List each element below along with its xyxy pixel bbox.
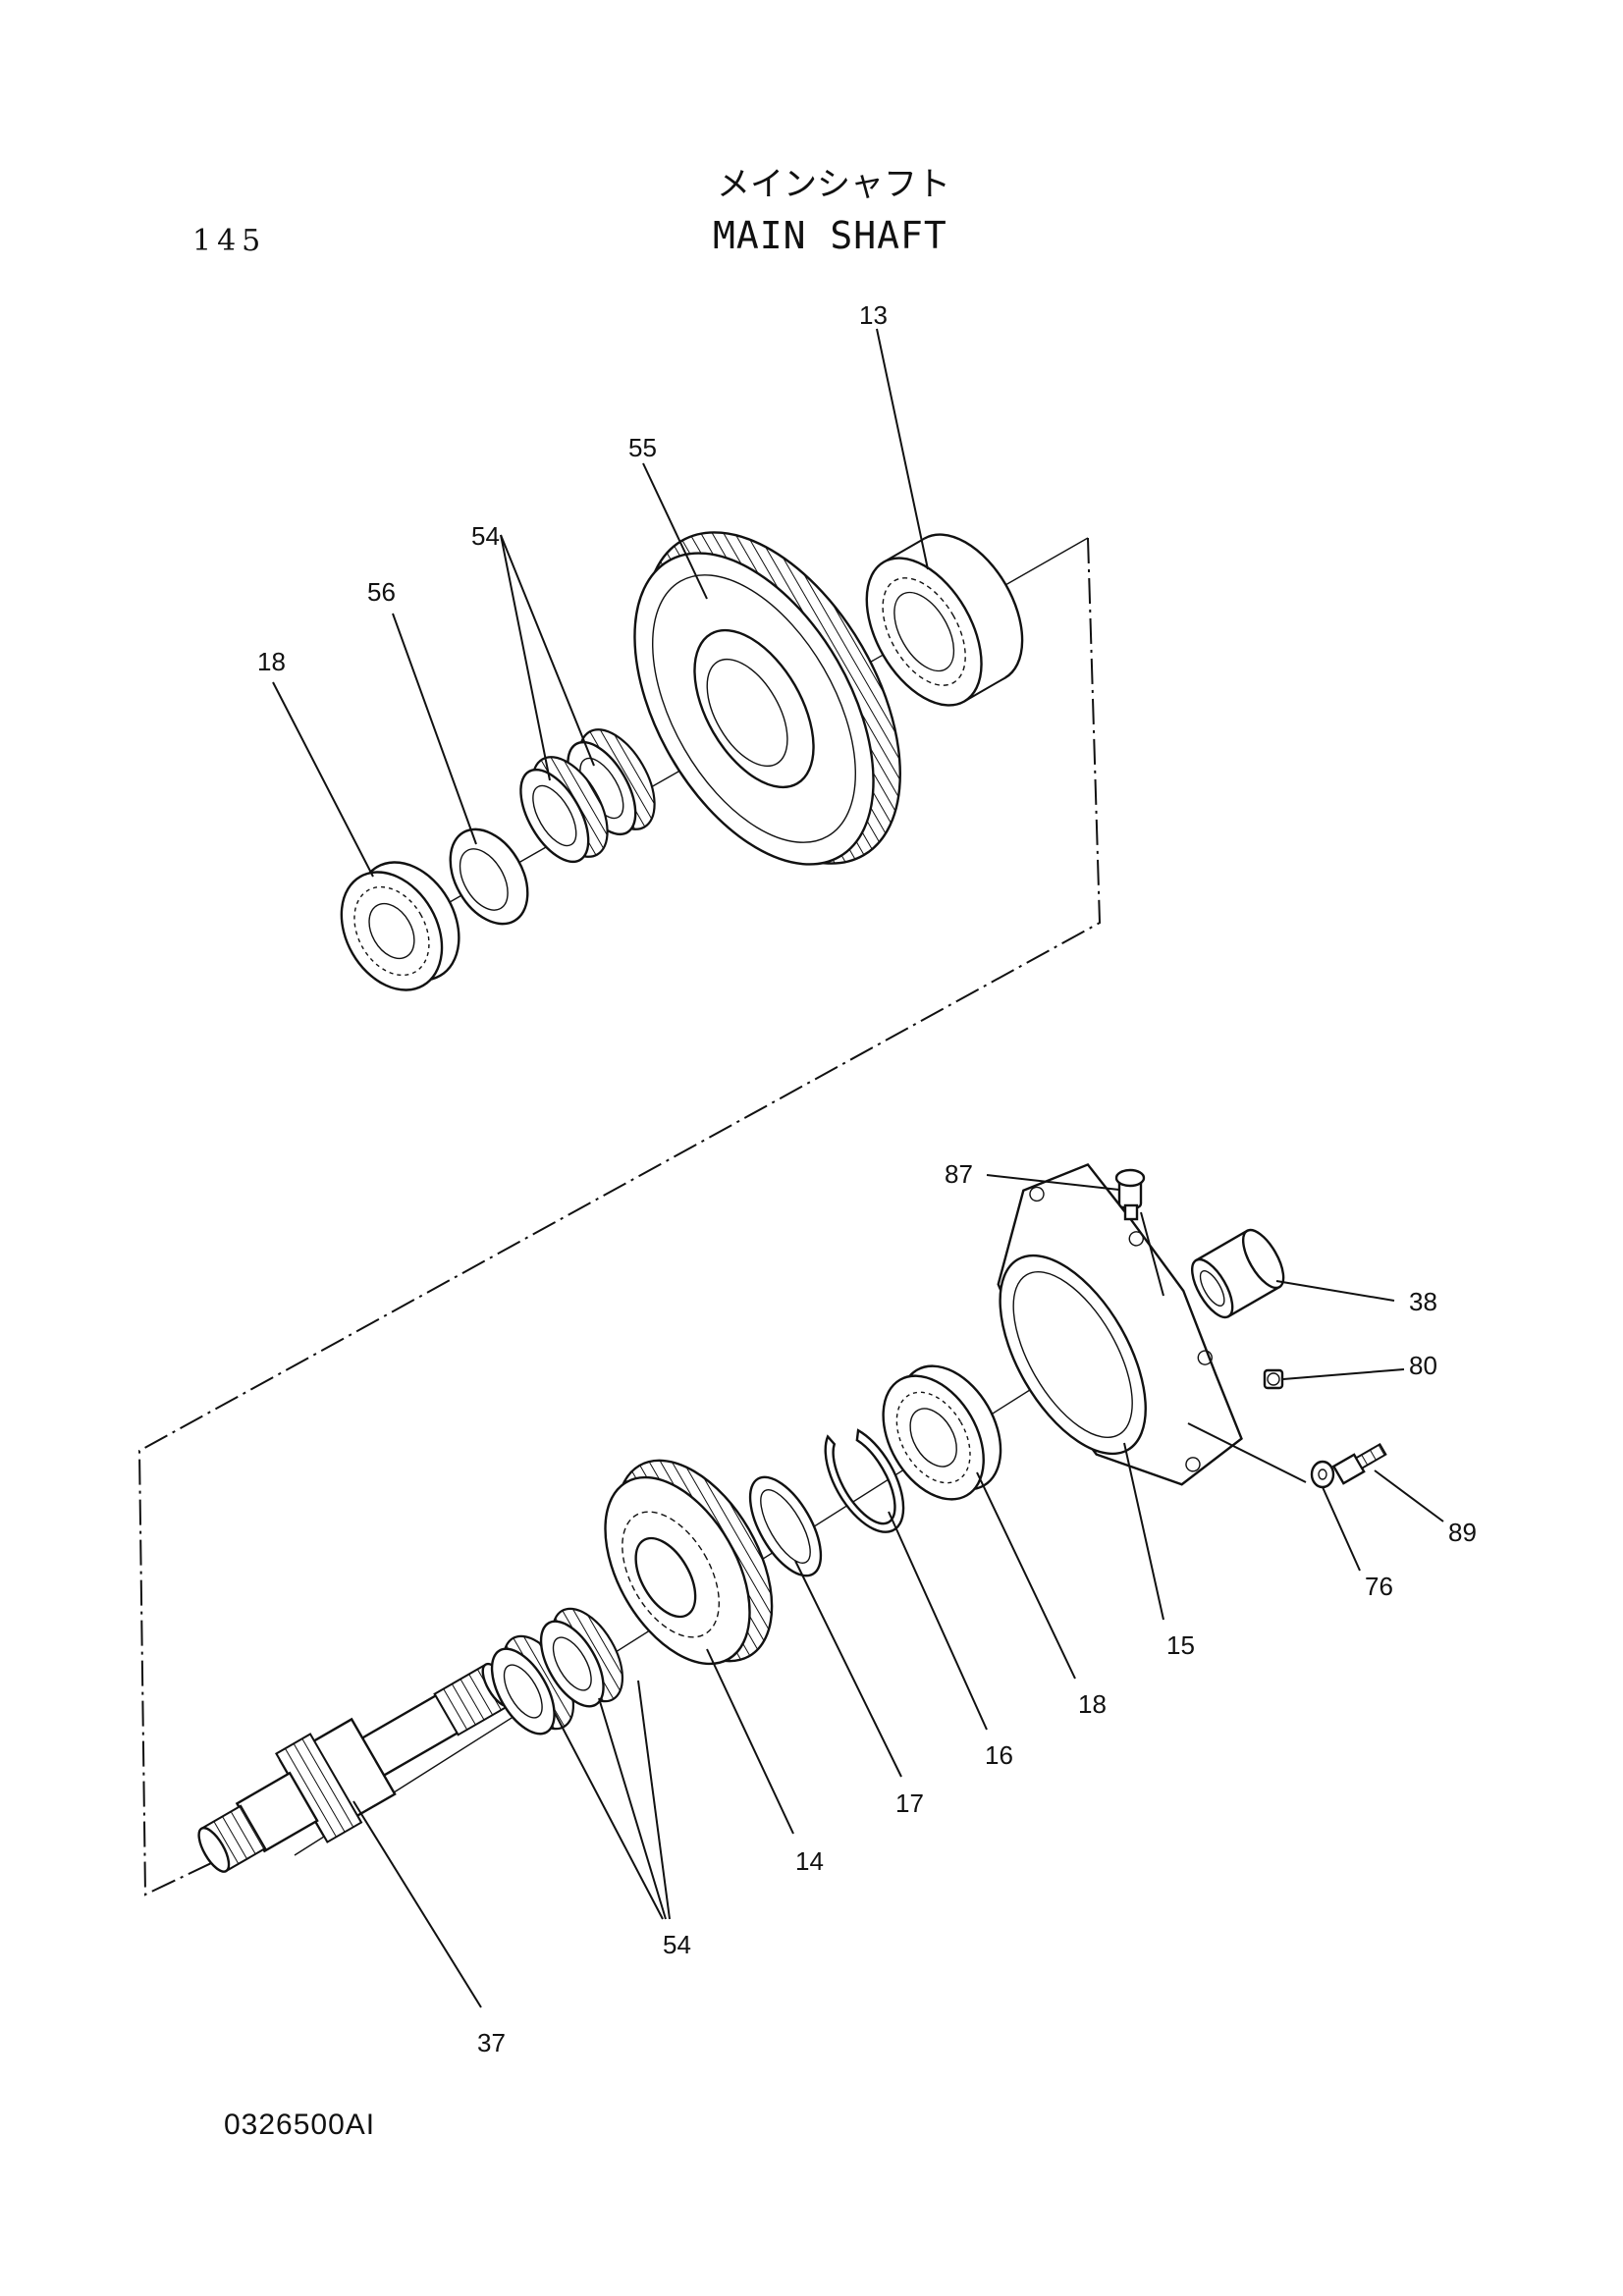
callout-37: 37	[477, 2028, 506, 2057]
callout-17: 17	[895, 1789, 924, 1818]
part-18-ball-bearing-upper	[340, 861, 460, 991]
part-38-bushing	[1191, 1228, 1285, 1319]
callout-18-lower: 18	[1078, 1689, 1107, 1719]
callout-labels: 13 55 54 56 18 87 38 80 89 76 15 18 16 1…	[257, 300, 1477, 2057]
part-17-retaining-ring	[748, 1475, 823, 1577]
callout-55: 55	[628, 433, 657, 462]
part-80-plug	[1263, 1368, 1284, 1390]
boundary-line	[137, 537, 1102, 1896]
callout-54-upper: 54	[471, 521, 500, 551]
callout-56: 56	[367, 577, 396, 607]
callout-38: 38	[1409, 1287, 1437, 1316]
part-18-ball-bearing-lower	[882, 1364, 1002, 1501]
page-number: 145	[192, 224, 267, 258]
part-16-snap-ring	[824, 1428, 905, 1533]
callout-15: 15	[1166, 1630, 1195, 1660]
part-13-sleeve	[865, 533, 1024, 707]
callout-14: 14	[795, 1846, 824, 1876]
part-76-washer	[1310, 1460, 1335, 1489]
part-14-gear	[604, 1459, 774, 1666]
callout-87: 87	[945, 1159, 973, 1189]
title-japanese: メインシャフト	[717, 165, 950, 204]
callout-76: 76	[1365, 1572, 1393, 1601]
callout-16: 16	[985, 1740, 1013, 1770]
part-55-large-gear	[633, 531, 901, 866]
callout-80: 80	[1409, 1351, 1437, 1380]
part-37-main-shaft	[197, 1662, 514, 1873]
part-87-breather	[1114, 1168, 1146, 1221]
callout-18-upper: 18	[257, 647, 286, 676]
title-english: MAIN SHAFT	[713, 214, 947, 257]
leader-lines	[272, 328, 1444, 2008]
part-54-needle-bearing-upper-b	[519, 756, 609, 864]
callout-13: 13	[859, 300, 888, 330]
callout-54-lower: 54	[663, 1930, 691, 1959]
drawing-code: 0326500AI	[224, 2109, 376, 2141]
part-89-bolt	[1331, 1442, 1387, 1485]
part-15-housing	[997, 1162, 1243, 1486]
part-56-thrust-washer	[449, 828, 529, 926]
part-54-needle-bearing-lower-b	[539, 1607, 624, 1708]
callout-89: 89	[1448, 1518, 1477, 1547]
